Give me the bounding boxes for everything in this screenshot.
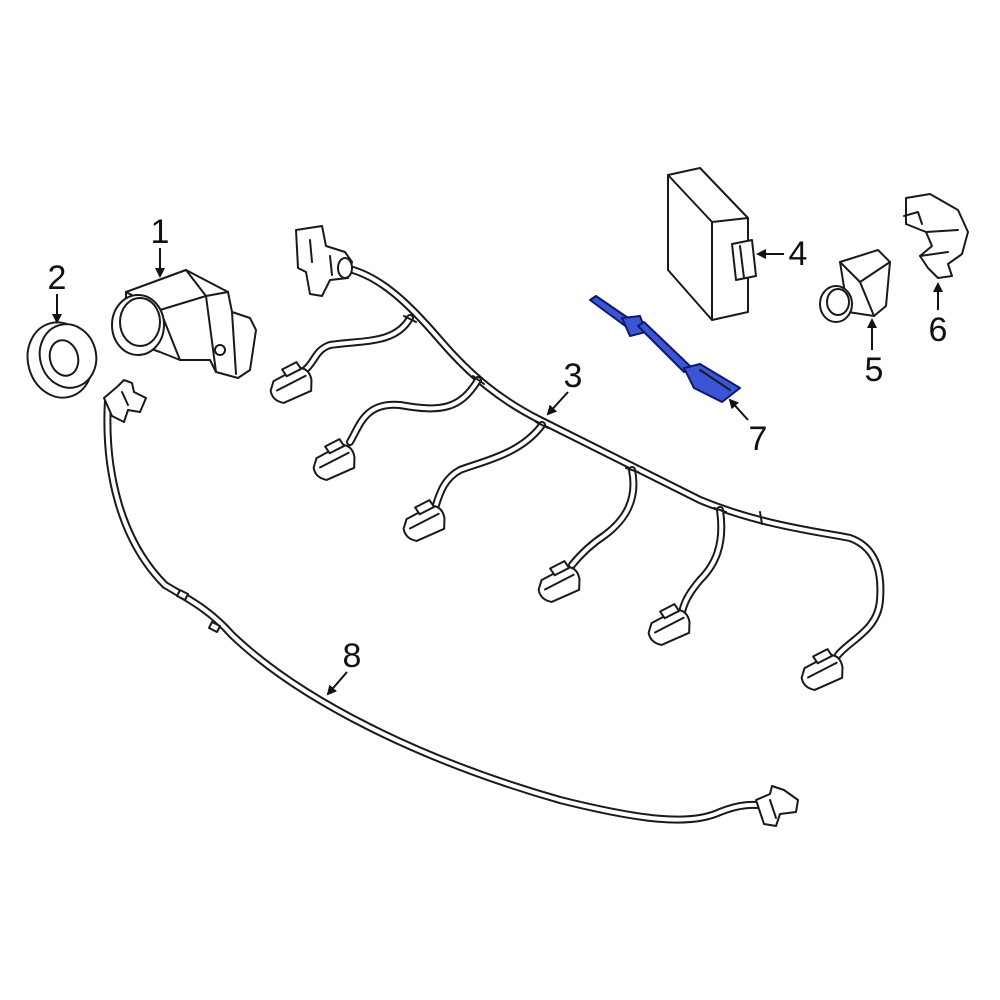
callout-labels: 1 2 3 4 5 6 7 8 [48, 213, 948, 675]
callout-4[interactable]: 4 [789, 235, 808, 273]
part-8-connector-end [755, 785, 799, 827]
callout-arrows [52, 248, 943, 696]
part-1-park-sensor[interactable] [111, 269, 257, 379]
part-7-wire-strap[interactable] [589, 295, 741, 403]
sensor-plug-e [647, 603, 691, 646]
sensor-plug-a [269, 361, 313, 404]
sensor-plug-b [312, 438, 356, 481]
part-4-control-module[interactable] [667, 167, 757, 321]
part-8-clip-mid2 [208, 621, 221, 633]
part-8-wire[interactable] [103, 379, 799, 827]
callout-1[interactable]: 1 [151, 213, 170, 251]
sensor-plug-c [402, 499, 446, 542]
part-8-clip-mid [176, 589, 189, 601]
part-3-main-connector [295, 225, 353, 297]
callout-2[interactable]: 2 [48, 259, 67, 297]
callout-3[interactable]: 3 [564, 357, 583, 395]
part-8-clip-top [103, 379, 147, 423]
callout-6[interactable]: 6 [929, 311, 948, 349]
sensor-plug-f [800, 648, 844, 691]
sensor-plug-d [537, 560, 581, 603]
part-6-mounting-clip[interactable] [903, 193, 969, 279]
callout-5[interactable]: 5 [865, 351, 884, 389]
part-5-sensor-bracket[interactable] [819, 249, 891, 323]
part-2-grommet[interactable] [19, 315, 103, 405]
callout-7[interactable]: 7 [749, 420, 768, 458]
part-3-harness[interactable] [264, 225, 885, 693]
callout-8[interactable]: 8 [343, 637, 362, 675]
